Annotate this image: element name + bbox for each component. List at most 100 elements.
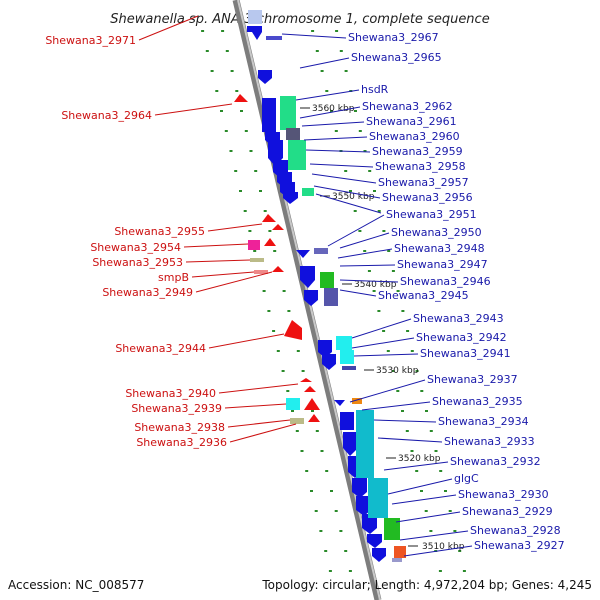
gene-label: Shewana3_2958	[375, 160, 466, 173]
frame-dot	[300, 450, 304, 452]
gene-arrow	[234, 94, 248, 102]
frame-dot	[320, 450, 324, 452]
gene-label: Shewana3_2957	[378, 176, 469, 189]
frame-dot	[210, 70, 214, 72]
gene-label: Shewana3_2949	[102, 286, 193, 299]
gene-label: Shewana3_2935	[432, 395, 523, 408]
frame-dot	[254, 170, 258, 172]
gene-label: Shewana3_2930	[458, 488, 549, 501]
gene-arrow	[258, 70, 272, 84]
frame-dot	[349, 190, 352, 192]
frame-dot	[353, 210, 357, 212]
frame-dot	[410, 450, 414, 452]
frame-dot	[276, 350, 280, 352]
frame-dot	[424, 510, 428, 512]
map-title: Shewanella sp. ANA-3 chromosome 1, compl…	[110, 12, 489, 27]
gene-label: Shewana3_2927	[474, 539, 565, 552]
gene-label: Shewana3_2951	[386, 208, 477, 221]
reverse-labels	[281, 33, 473, 557]
frame-dot	[358, 230, 362, 232]
gene-arrow	[284, 320, 302, 340]
gene-label: Shewana3_2964	[61, 109, 152, 122]
kbp-label: 3520 kbp	[398, 454, 441, 464]
frame-dot	[234, 170, 238, 172]
frame-dot	[434, 450, 438, 452]
gene-label: Shewana3_2946	[400, 275, 491, 288]
gene-label: Shewana3_2944	[115, 342, 206, 355]
gene-label: Shewana3_2942	[416, 331, 507, 344]
frame-dot	[358, 130, 362, 132]
gene-label: Shewana3_2947	[397, 258, 488, 271]
gene-label: Shewana3_2965	[351, 51, 442, 64]
frame-dot	[243, 210, 247, 212]
gene-label: Shewana3_2967	[348, 31, 439, 44]
gene-label: Shewana3_2954	[90, 241, 181, 254]
frame-dot	[301, 370, 305, 372]
reverse-label-text: Shewana3_2967 Shewana3_2965 hsdR Shewana…	[348, 31, 565, 552]
gene-label: Shewana3_2962	[362, 100, 453, 113]
gene-arrow	[300, 266, 315, 288]
frame-dot	[244, 130, 248, 132]
gene-arrow	[296, 250, 310, 258]
frame-dot	[324, 550, 328, 552]
frame-dot	[391, 270, 395, 272]
frame-dot	[425, 410, 428, 412]
frame-dot	[335, 30, 339, 32]
topology-text: Topology: circular; Length: 4,972,204 bp…	[262, 578, 592, 592]
frame-dot	[328, 570, 332, 572]
frame-dot	[396, 290, 400, 292]
frame-dot	[239, 190, 242, 192]
frame-dot	[429, 430, 433, 432]
frame-dot	[415, 470, 419, 472]
gene-arrow	[372, 548, 386, 562]
kbp-label: 3530 kbp	[376, 366, 419, 376]
frame-dot	[344, 550, 348, 552]
frame-dot	[259, 190, 262, 192]
frame-dot	[263, 210, 267, 212]
kbp-label: 3540 kbp	[354, 280, 397, 290]
frame-dot	[339, 50, 343, 52]
gene-label: Shewana3_2955	[114, 225, 205, 238]
kbp-label: 3510 kbp	[422, 542, 465, 552]
gene-label: glgC	[454, 472, 479, 485]
frame-dot	[377, 310, 381, 312]
gene-arrow	[308, 414, 320, 422]
frame-dot	[315, 50, 319, 52]
gene-arrow	[264, 238, 276, 246]
gene-arrow	[272, 266, 284, 272]
frame-dot	[314, 510, 318, 512]
frame-dot	[268, 230, 272, 232]
frame-dot	[311, 30, 315, 32]
kbp-labels: 3560 kbp 3550 kbp 3540 kbp 3530 kbp 3520…	[312, 104, 465, 552]
forward-labels: Shewana3_2971 Shewana3_2964 Shewana3_295…	[45, 15, 299, 449]
frame-dot	[372, 290, 376, 292]
gene-label: Shewana3_2929	[462, 505, 553, 518]
gene-label: Shewana3_2948	[394, 242, 485, 255]
frame-dot	[391, 370, 395, 372]
frame-dot	[386, 350, 390, 352]
frame-dot	[330, 490, 333, 492]
frame-dot	[401, 410, 404, 412]
frame-dot	[344, 170, 348, 172]
frame-dot	[201, 30, 205, 32]
gene-label: Shewana3_2939	[131, 402, 222, 415]
frame-dot	[334, 510, 338, 512]
gene-arrow	[334, 400, 345, 406]
gene-arrow	[304, 398, 320, 410]
frame-dot	[458, 550, 462, 552]
gene-label: Shewana3_2932	[450, 455, 541, 468]
gene-arrow	[318, 340, 332, 358]
gene-arrow	[304, 290, 318, 306]
frame-dot	[348, 570, 352, 572]
gene-arrow	[362, 514, 377, 534]
gene-label: Shewana3_2945	[378, 289, 469, 302]
gene-arrow	[356, 496, 371, 516]
frame-dot	[315, 430, 319, 432]
frame-dot	[310, 490, 313, 492]
frame-dot	[401, 310, 405, 312]
gene-arrow	[300, 378, 312, 382]
forward-gene-features	[234, 94, 320, 424]
frame-dot	[330, 110, 333, 112]
frame-dot	[267, 310, 271, 312]
